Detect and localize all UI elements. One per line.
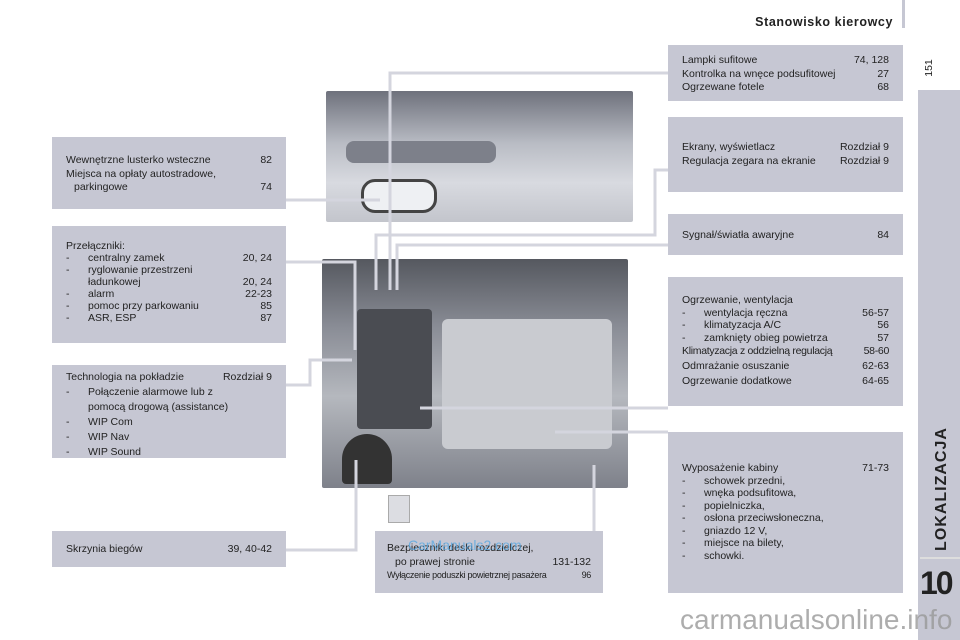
page-ref: Rozdział 9 xyxy=(222,371,272,383)
page-ref: 62-63 xyxy=(862,360,889,372)
ceiling-box: Lampki sufitowe 74, 128 Kontrolka na wnęc… xyxy=(668,45,903,101)
fuse-icon xyxy=(388,495,410,523)
page-ref: 56-57 xyxy=(862,306,889,319)
page-ref: 71-73 xyxy=(862,462,889,474)
label: Ogrzewanie dodatkowe xyxy=(682,375,792,387)
ceiling-photo xyxy=(326,91,633,222)
page-ref: 96 xyxy=(581,570,592,580)
label: Lampki sufitowe xyxy=(682,54,758,66)
label: Skrzynia biegów xyxy=(66,543,143,555)
list-item: schowek przedni, xyxy=(682,475,889,488)
page-ref: 56 xyxy=(877,319,889,331)
watermark: CarManuals2.com xyxy=(408,537,522,553)
mirror-box: Wewnętrzne lusterko wsteczne 82 Miejsca n… xyxy=(52,137,286,209)
page-ref: 131-132 xyxy=(552,555,591,568)
label: parkingowe xyxy=(74,181,128,193)
footer-watermark: carmanualsonline.info xyxy=(680,604,953,635)
page-ref: 82 xyxy=(260,154,272,166)
list-item: WIP Com xyxy=(66,415,272,430)
hazard-box: Sygnał/światła awaryjne 84 xyxy=(668,214,903,255)
switches-box: Przełączniki: centralny zamek 20, 24 rygl… xyxy=(52,226,286,343)
label: Kontrolka na wnęce podsufitowej xyxy=(682,67,836,80)
list-item: popielniczka, xyxy=(682,500,889,513)
label: Sygnał/światła awaryjne xyxy=(682,229,795,241)
page-ref: Rozdział 9 xyxy=(839,141,889,153)
list-item: WIP Sound xyxy=(66,445,272,460)
heading: Ogrzewanie, wentylacja xyxy=(682,294,793,306)
label: Ogrzewane fotele xyxy=(682,81,765,93)
chapter-tab xyxy=(918,90,960,640)
heading: Technologia na pokładzie xyxy=(66,371,184,383)
label: klimatyzacja A/C xyxy=(704,319,782,331)
heading: Przełączniki: xyxy=(66,240,125,252)
label: Miejsca na opłaty autostradowe, xyxy=(66,167,216,180)
chapter-number: 10 xyxy=(920,565,954,601)
dashboard-photo xyxy=(322,259,628,488)
cabin-box: Wyposażenie kabiny 71-73 schowek przedni,… xyxy=(668,432,903,593)
label: Wyłączenie poduszki powietrznej pasażera xyxy=(387,570,547,580)
label: Bezpieczniki deski rozdzielczej, xyxy=(387,542,534,554)
list-item: Połączenie alarmowe lub z xyxy=(66,385,272,400)
label: zamknięty obieg powietrza xyxy=(704,331,828,344)
page-title: Stanowisko kierowcy xyxy=(755,15,893,29)
page-ref: 64-65 xyxy=(862,375,889,387)
heating-box: Ogrzewanie, wentylacja wentylacja ręczna… xyxy=(668,277,903,406)
list-item: gniazdo 12 V, xyxy=(682,525,889,538)
page-ref: 57 xyxy=(877,331,889,344)
page-ref: 68 xyxy=(877,81,889,93)
page-ref: 84 xyxy=(877,229,889,241)
page-ref: 58-60 xyxy=(863,345,890,357)
page-ref: 39, 40-42 xyxy=(227,543,272,555)
label: ryglowanie przestrzeni xyxy=(88,264,193,276)
list-item: wnęka podsufitowa, xyxy=(682,487,889,500)
label: Odmrażanie osuszanie xyxy=(682,360,790,372)
technology-box: Technologia na pokładzie Rozdział 9 Połąc… xyxy=(52,365,286,460)
page-ref: 74 xyxy=(260,181,272,193)
list-item: miejsce na bilety, xyxy=(682,537,889,550)
list-item: pomocą drogową (assistance) xyxy=(88,401,229,413)
list-item: osłona przeciwsłoneczna, xyxy=(682,512,889,525)
label: Klimatyzacja z oddzielną regulacją xyxy=(682,345,833,357)
label: ładunkowej xyxy=(88,276,141,288)
fuses-box: Bezpieczniki deski rozdzielczej, po praw… xyxy=(375,531,603,593)
label: Ekrany, wyświetlacz xyxy=(682,141,776,153)
page-ref: 85 xyxy=(260,300,272,312)
label: alarm xyxy=(88,288,115,300)
heading: Wyposażenie kabiny xyxy=(682,462,779,474)
label: wentylacja ręczna xyxy=(704,306,788,319)
label: po prawej stronie xyxy=(395,555,475,568)
ceiling-console xyxy=(346,141,496,163)
label: Regulacja zegara na ekranie xyxy=(682,154,816,167)
label: centralny zamek xyxy=(88,252,165,264)
page-ref: 27 xyxy=(877,67,889,80)
gearbox-box: Skrzynia biegów 39, 40-42 xyxy=(52,531,286,567)
list-item: WIP Nav xyxy=(66,430,272,445)
label: Wewnętrzne lusterko wsteczne xyxy=(66,154,211,166)
page-ref: 74, 128 xyxy=(853,54,889,66)
gear-lever xyxy=(342,434,392,484)
page-ref: 20, 24 xyxy=(242,276,272,288)
label: pomoc przy parkowaniu xyxy=(88,300,199,312)
page-ref: Rozdział 9 xyxy=(839,154,889,167)
page-ref: 20, 24 xyxy=(242,252,272,264)
center-console xyxy=(357,309,432,429)
divider xyxy=(902,0,905,28)
divider xyxy=(920,557,960,559)
page-ref: 22-23 xyxy=(245,288,272,300)
glovebox xyxy=(442,319,612,449)
rear-view-mirror xyxy=(361,179,437,213)
label: ASR, ESP xyxy=(88,312,137,324)
page-ref: 87 xyxy=(260,312,272,324)
list-item: schowki. xyxy=(682,550,889,563)
